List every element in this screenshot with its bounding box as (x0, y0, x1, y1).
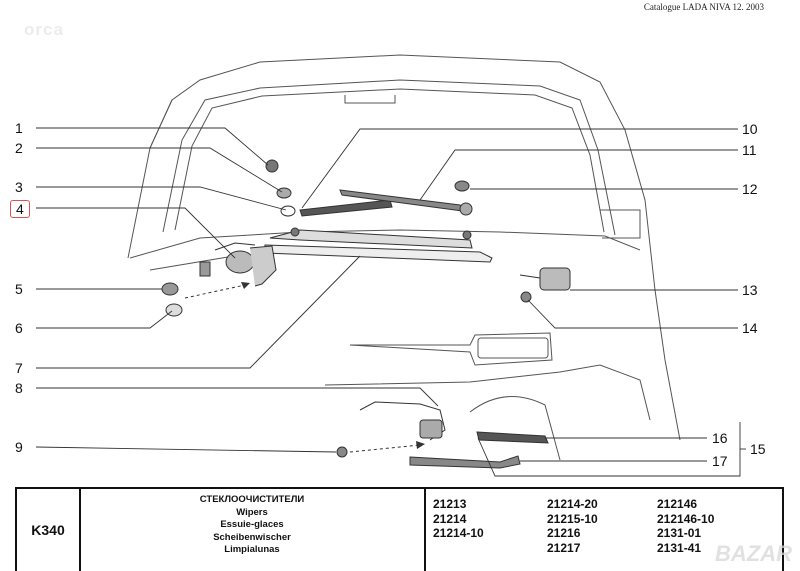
leader-14 (527, 299, 738, 329)
lower-body-line (324, 364, 651, 421)
rear-motor-lower (419, 419, 443, 439)
footer-divider (424, 489, 426, 571)
callout-4-selected[interactable]: 4 (10, 200, 30, 218)
callout-14: 14 (742, 320, 758, 336)
rear-wiper-motor (539, 267, 571, 291)
leader-6 (36, 310, 173, 329)
callout-13: 13 (742, 282, 758, 298)
leader-3 (36, 186, 287, 211)
licence-plate (477, 337, 549, 359)
window-outline-outer (162, 79, 616, 236)
dashed-arrow-motor (184, 284, 246, 299)
callout-15: 15 (750, 441, 766, 457)
dashed-arrow-nut (349, 444, 421, 453)
nut-1 (265, 159, 279, 173)
model-code: 2131-01 (657, 526, 702, 540)
arrowhead-1 (241, 282, 250, 289)
motor-bracket (249, 245, 277, 287)
left-pivot (290, 227, 300, 237)
callout-11: 11 (742, 142, 757, 158)
interior-mirror (344, 95, 396, 104)
car-body-outline (127, 54, 681, 441)
linkage-bar (269, 229, 473, 249)
plate-recess (349, 332, 553, 366)
callout-3: 3 (15, 179, 23, 195)
rear-arm-17 (409, 455, 521, 469)
model-code: 21215-10 (547, 511, 598, 526)
leader-9 (35, 446, 337, 453)
watermark-right: BAZAR (715, 541, 792, 566)
tailgate-edge (129, 229, 641, 259)
nut-5 (161, 282, 179, 296)
arrowhead-2 (416, 441, 425, 449)
callout-2: 2 (15, 140, 23, 156)
model-code: 212146 (657, 497, 698, 511)
catalogue-header: Catalogue LADA NIVA 12. 2003 (643, 2, 764, 12)
wiper-motor (225, 250, 255, 274)
spare-wheel-arc (469, 396, 561, 461)
title-en: Wipers (236, 506, 268, 518)
section-code: K340 (17, 489, 81, 571)
leader-1 (36, 127, 269, 166)
rear-motor-wire (519, 274, 541, 279)
model-code: 21213 (433, 497, 467, 511)
arm-hub (459, 202, 473, 216)
footer-table: K340 СТЕКЛООЧИСТИТЕЛИ Wipers Essuie-glac… (15, 487, 784, 571)
callout-8: 8 (15, 380, 23, 396)
model-code: 21214-20 (547, 497, 598, 511)
models-column-3: 212146 212146-10 2131-01 2131-41 (657, 497, 714, 555)
callout-16: 16 (712, 430, 728, 446)
model-code: 21217 (547, 540, 581, 555)
leader-4 (36, 207, 236, 259)
model-code: 21214-10 (433, 526, 484, 540)
title-fr: Essuie-glaces (220, 519, 284, 530)
leader-2 (36, 147, 283, 193)
motor-wire (214, 242, 256, 251)
right-pivot (462, 230, 472, 240)
callout-1: 1 (15, 120, 23, 136)
title-ru: СТЕКЛООЧИСТИТЕЛИ (199, 494, 305, 505)
callout-6: 6 (15, 320, 23, 336)
callout-7: 7 (15, 360, 23, 376)
title-de: Scheibenwischer (213, 531, 291, 543)
nut-9 (336, 446, 348, 458)
motor-connector (199, 261, 211, 277)
model-code: 2131-41 (657, 540, 702, 555)
cap-12 (454, 180, 470, 192)
body-line-left (149, 254, 241, 271)
section-titles: СТЕКЛООЧИСТИТЕЛИ Wipers Essuie-glaces Sc… (81, 494, 423, 557)
nut-14 (520, 291, 532, 303)
rear-blade-16 (476, 431, 549, 444)
bracket-15 (477, 422, 741, 477)
callout-12: 12 (742, 181, 758, 197)
roof-edge (149, 99, 173, 149)
model-code: 21216 (547, 526, 581, 540)
callout-9: 9 (15, 439, 23, 455)
wiper-blade-top (299, 199, 393, 217)
model-code: 21214 (433, 511, 467, 526)
leader-11 (419, 149, 738, 201)
window-outline-inner (174, 88, 605, 233)
leader-7 (36, 255, 361, 369)
callout-17: 17 (712, 453, 728, 469)
bushing-2 (276, 187, 292, 199)
models-column-2: 21214-20 21215-10 21216 21217 (547, 497, 598, 555)
model-code: 212146-10 (657, 511, 715, 526)
watermark-left: orca (24, 20, 64, 39)
callout-10: 10 (742, 121, 758, 137)
models-column-1: 21213 21214 21214-10 (433, 497, 484, 541)
leader-8 (36, 387, 439, 407)
washer-3 (280, 205, 296, 217)
callout-5: 5 (15, 281, 23, 297)
title-es: Limpialunas (224, 544, 280, 555)
side-lamp (600, 209, 641, 239)
leader-10 (301, 128, 738, 209)
